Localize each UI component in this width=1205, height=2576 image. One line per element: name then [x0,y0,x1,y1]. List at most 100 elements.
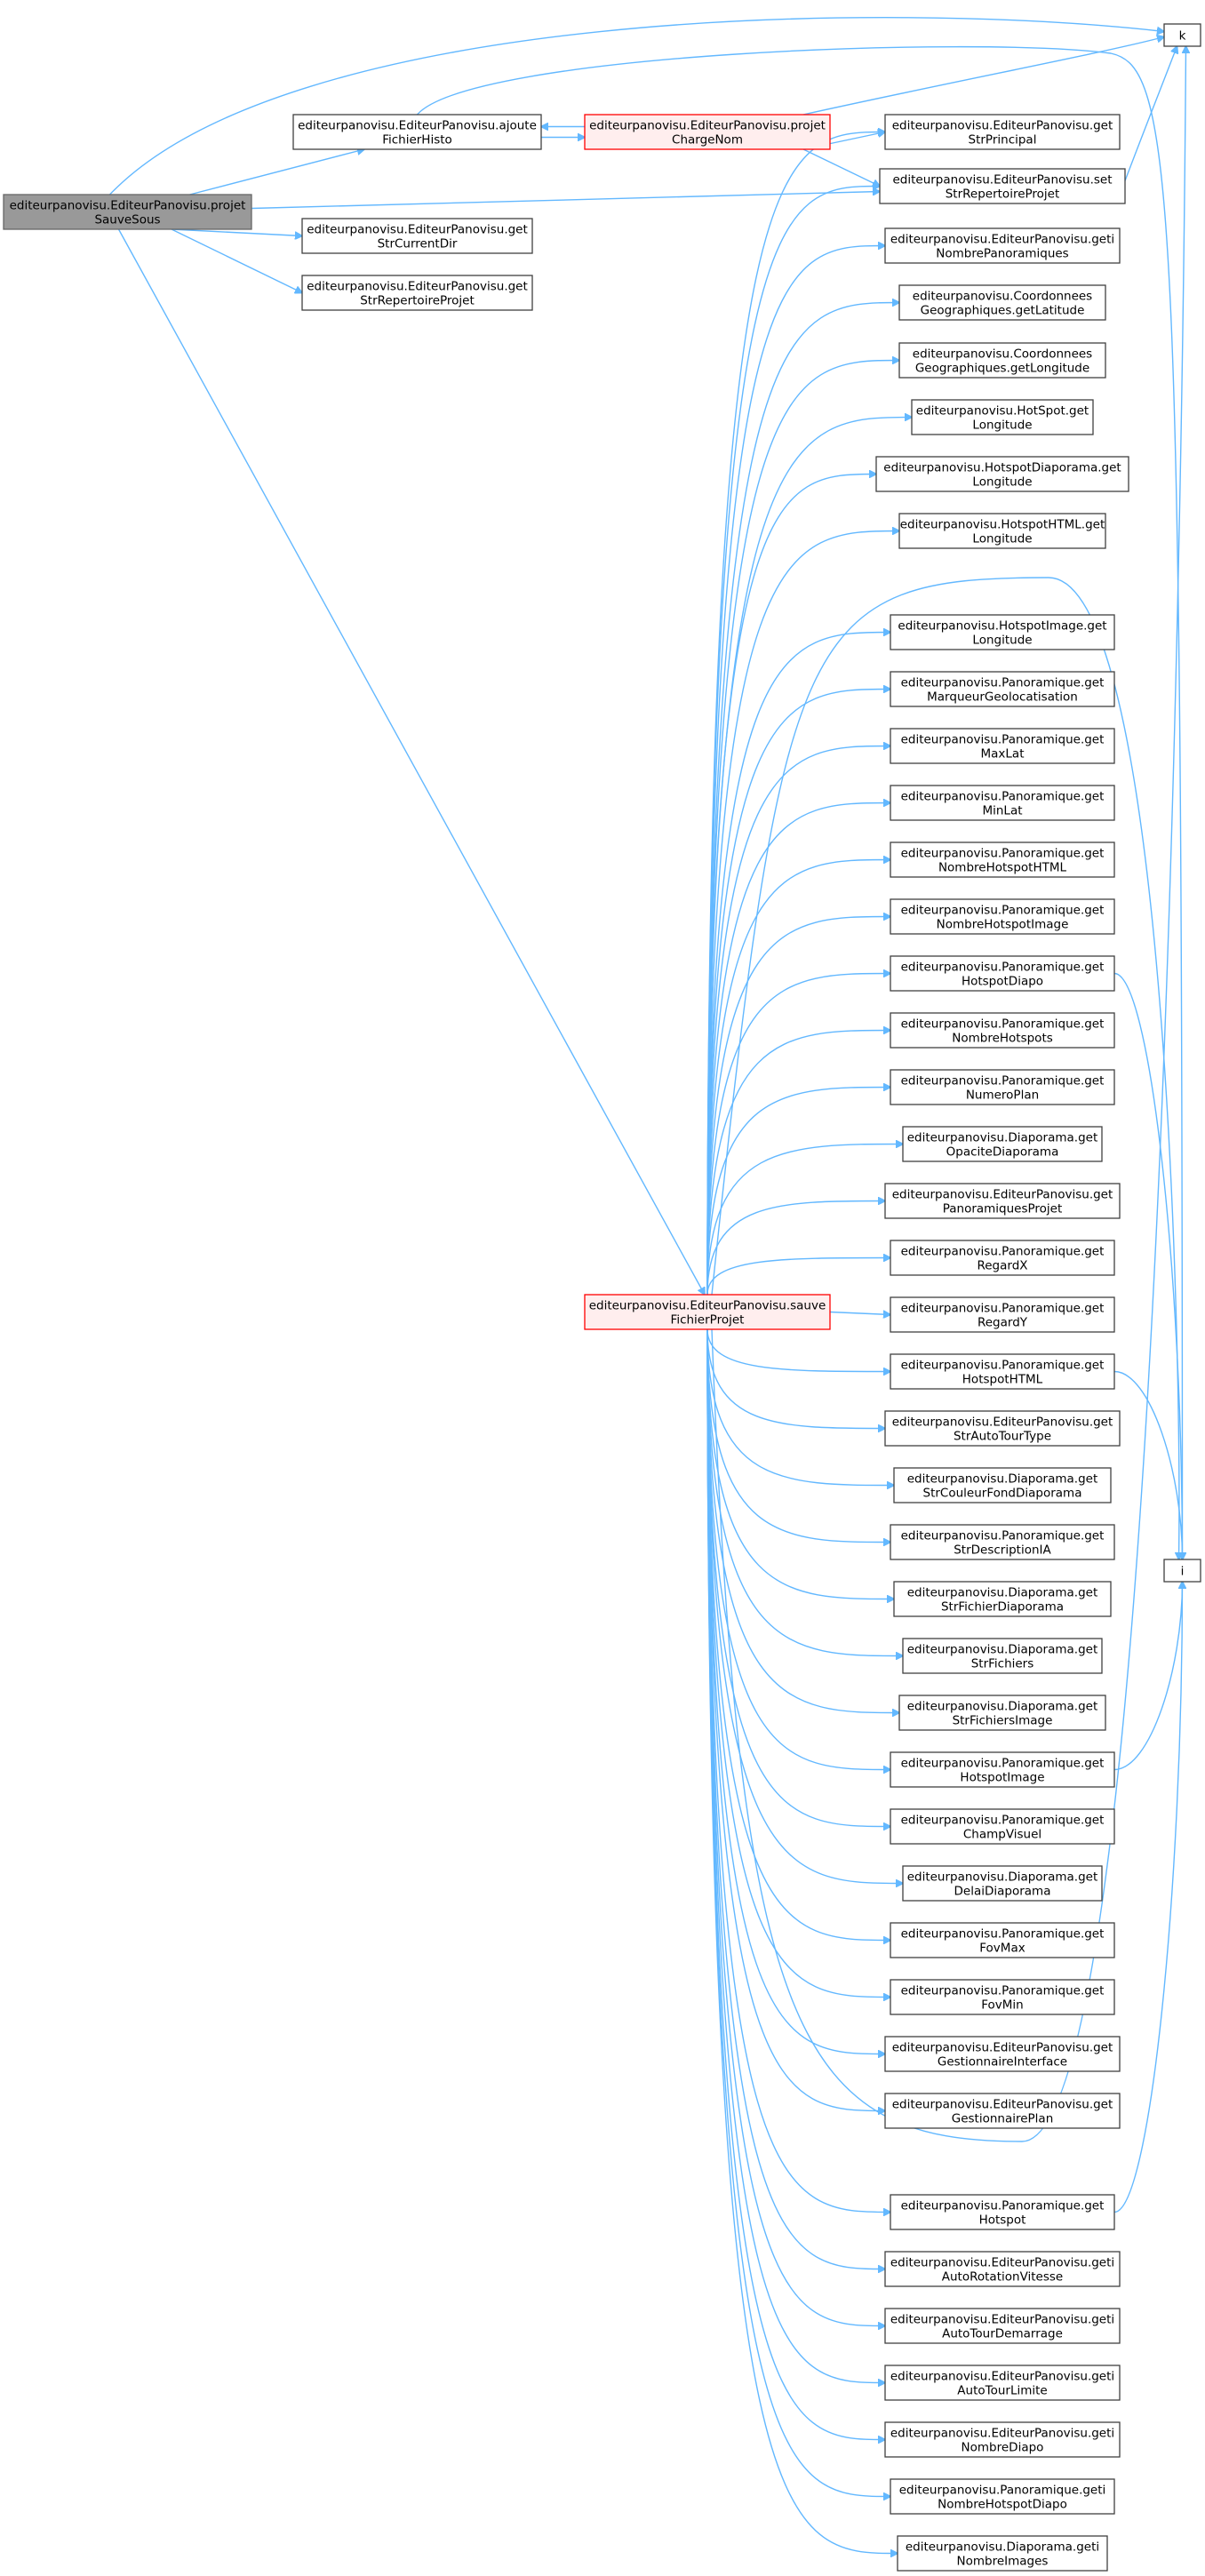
node-box [890,1353,1115,1390]
node-box [890,1751,1115,1788]
node-n41[interactable]: editeurpanovisu.Panoramique.getiNombreHo… [890,2478,1115,2515]
node-n40[interactable]: editeurpanovisu.EditeurPanovisu.getiNomb… [884,2421,1121,2458]
node-label: editeurpanovisu.Panoramique.get [901,676,1105,690]
edge-sauve-to-n20 [706,1258,890,1296]
node-n37[interactable]: editeurpanovisu.EditeurPanovisu.getiAuto… [884,2251,1121,2287]
node-n8[interactable]: editeurpanovisu.HotspotHTML.getLongitude [898,513,1106,549]
node-box [890,898,1115,935]
node-getCurDir[interactable]: editeurpanovisu.EditeurPanovisu.getStrCu… [301,218,533,254]
node-label: k [1179,29,1186,44]
node-n25[interactable]: editeurpanovisu.Panoramique.getStrDescri… [890,1524,1115,1560]
node-n29[interactable]: editeurpanovisu.Panoramique.getHotspotIm… [890,1751,1115,1788]
node-i[interactable]: i [1163,1559,1201,1583]
node-box [584,114,831,150]
node-n15[interactable]: editeurpanovisu.Panoramique.getHotspotDi… [890,955,1115,992]
node-n23[interactable]: editeurpanovisu.EditeurPanovisu.getStrAu… [884,1410,1121,1447]
node-box [911,399,1094,435]
node-label: editeurpanovisu.HotspotDiaporama.get [883,461,1121,475]
node-box [884,227,1121,264]
node-label: Geographiques.getLongitude [915,362,1089,376]
node-label: NombreHotspots [952,1032,1053,1046]
node-getRepProj[interactable]: editeurpanovisu.EditeurPanovisu.getStrRe… [301,275,533,311]
node-sauve[interactable]: editeurpanovisu.EditeurPanovisu.sauveFic… [584,1294,831,1330]
node-label: editeurpanovisu.Panoramique.get [901,1245,1105,1259]
node-k[interactable]: k [1163,23,1201,47]
node-n28[interactable]: editeurpanovisu.Diaporama.getStrFichiers… [898,1695,1106,1731]
node-label: StrPrincipal [969,133,1037,148]
node-n30[interactable]: editeurpanovisu.Panoramique.getChampVisu… [890,1808,1115,1845]
node-box [890,1979,1115,2015]
node-label: editeurpanovisu.Panoramique.get [901,733,1105,747]
node-n10[interactable]: editeurpanovisu.Panoramique.getMarqueurG… [890,671,1115,707]
node-n26[interactable]: editeurpanovisu.Diaporama.getStrFichierD… [893,1581,1112,1617]
node-n17[interactable]: editeurpanovisu.Panoramique.getNumeroPla… [890,1069,1115,1105]
node-n4[interactable]: editeurpanovisu.CoordonneesGeographiques… [898,284,1106,321]
node-n22[interactable]: editeurpanovisu.Panoramique.getHotspotHT… [890,1353,1115,1390]
node-label: editeurpanovisu.Diaporama.get [907,1643,1098,1657]
node-box [893,1467,1112,1503]
node-label: editeurpanovisu.EditeurPanovisu.projet [589,119,826,133]
edge-sauve-to-n18 [706,1144,903,1296]
node-label: OpaciteDiaporama [946,1145,1059,1160]
node-label: NombreHotspotDiapo [938,2498,1067,2512]
node-label: editeurpanovisu.EditeurPanovisu.get [892,1416,1113,1430]
node-n34[interactable]: editeurpanovisu.EditeurPanovisu.getGesti… [884,2036,1121,2072]
node-n19[interactable]: editeurpanovisu.EditeurPanovisu.getPanor… [884,1183,1121,1219]
node-label: HotspotDiapo [962,975,1043,989]
node-label: editeurpanovisu.Panoramique.get [901,1017,1105,1032]
node-charge[interactable]: editeurpanovisu.EditeurPanovisu.projetCh… [584,114,831,150]
node-n35[interactable]: editeurpanovisu.EditeurPanovisu.getGesti… [884,2093,1121,2129]
node-label: GestionnairePlan [952,2112,1054,2126]
edge-sauve-to-n11 [706,746,890,1296]
node-n9[interactable]: editeurpanovisu.HotspotImage.getLongitud… [890,614,1115,650]
edge-sauve-to-n21 [829,1312,890,1315]
node-label: StrFichiersImage [953,1714,1053,1728]
edge-sauve-to-n15 [706,974,890,1296]
node-n42[interactable]: editeurpanovisu.Diaporama.getiNombreImag… [897,2535,1108,2572]
node-label: NombrePanoramiques [936,247,1068,261]
node-n3[interactable]: editeurpanovisu.EditeurPanovisu.getiNomb… [884,227,1121,264]
edge-charge-to-n2 [802,148,880,187]
node-box [584,1294,831,1330]
node-box [879,168,1126,204]
edge-sauve-to-n16 [706,1031,890,1296]
node-n31[interactable]: editeurpanovisu.Diaporama.getDelaiDiapor… [902,1865,1103,1902]
node-n2[interactable]: editeurpanovisu.EditeurPanovisu.setStrRe… [879,168,1126,204]
node-n16[interactable]: editeurpanovisu.Panoramique.getNombreHot… [890,1012,1115,1049]
edge-root-to-ajoute [189,149,365,195]
node-n39[interactable]: editeurpanovisu.EditeurPanovisu.getiAuto… [884,2365,1121,2401]
node-label: NombreDiapo [962,2441,1044,2455]
node-box [1163,23,1201,47]
node-n14[interactable]: editeurpanovisu.Panoramique.getNombreHot… [890,898,1115,935]
node-n18[interactable]: editeurpanovisu.Diaporama.getOpaciteDiap… [902,1126,1103,1162]
edge-ajoute-to-i [416,45,1183,1559]
node-root[interactable]: editeurpanovisu.EditeurPanovisu.projetSa… [3,194,252,230]
node-label: Longitude [972,475,1032,490]
node-n5[interactable]: editeurpanovisu.CoordonneesGeographiques… [898,342,1106,379]
node-box [890,1808,1115,1845]
node-n38[interactable]: editeurpanovisu.EditeurPanovisu.getiAuto… [884,2308,1121,2344]
edge-n2-to-k [1124,46,1177,181]
edge-sauve-to-n27 [706,1328,903,1656]
node-n6[interactable]: editeurpanovisu.HotSpot.getLongitude [911,399,1094,435]
node-n1[interactable]: editeurpanovisu.EditeurPanovisu.getStrPr… [884,114,1121,150]
edge-sauve-to-n40 [706,1328,885,2440]
node-n7[interactable]: editeurpanovisu.HotspotDiaporama.getLong… [875,456,1129,492]
edge-sauve-to-n23 [706,1328,885,1429]
node-box [884,2036,1121,2072]
node-label: editeurpanovisu.Diaporama.get [907,1586,1098,1600]
node-ajoute[interactable]: editeurpanovisu.EditeurPanovisu.ajouteFi… [292,114,542,150]
edge-sauve-to-n33 [706,1328,890,1998]
node-label: editeurpanovisu.Panoramique.geti [899,2484,1106,2498]
node-label: PanoramiquesProjet [943,1202,1063,1216]
node-n24[interactable]: editeurpanovisu.Diaporama.getStrCouleurF… [893,1467,1112,1503]
node-n13[interactable]: editeurpanovisu.Panoramique.getNombreHot… [890,841,1115,878]
